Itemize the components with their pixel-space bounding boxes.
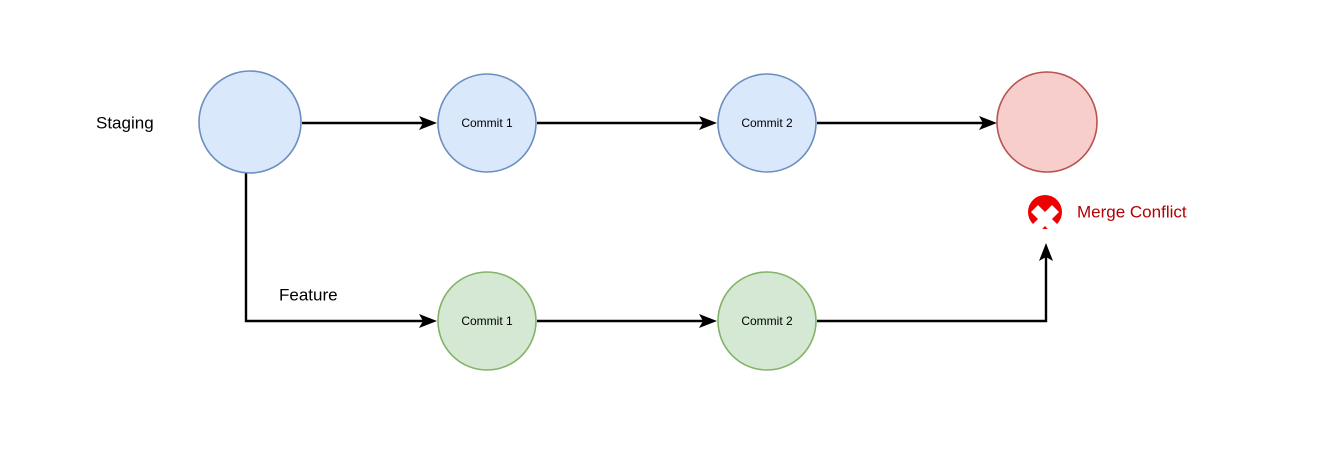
edge-line: [817, 253, 1048, 323]
node-feature-commit-2[interactable]: Commit 2: [717, 271, 817, 371]
edge-staging-base-to-commit-1: [302, 116, 437, 130]
edge-staging-commit-1-to-commit-2: [537, 116, 717, 130]
branch-label-feature: Feature: [279, 285, 338, 304]
node-circle[interactable]: [717, 271, 817, 371]
edge-staging-commit-2-to-merge: [817, 116, 997, 130]
node-label: Commit 2: [741, 314, 793, 328]
error-x-mark: [1031, 205, 1059, 233]
node-staging-commit-2[interactable]: Commit 2: [717, 73, 817, 173]
arrow-head-icon: [1039, 243, 1053, 261]
node-staging-commit-1[interactable]: Commit 1: [437, 73, 537, 173]
node-label: Commit 2: [741, 116, 793, 130]
node-circle[interactable]: [198, 70, 302, 174]
node-feature-commit-1[interactable]: Commit 1: [437, 271, 537, 371]
edges-layer: [244, 116, 1053, 328]
arrow-head-icon: [419, 116, 437, 130]
node-circle[interactable]: [717, 73, 817, 173]
arrow-head-icon: [419, 314, 437, 328]
node-circle[interactable]: [437, 73, 537, 173]
arrow-head-icon: [699, 116, 717, 130]
node-circle[interactable]: [996, 71, 1098, 173]
node-staging-merge-target[interactable]: [996, 71, 1098, 173]
edge-feature-commit-2-to-conflict: [817, 243, 1053, 323]
arrow-head-icon: [699, 314, 717, 328]
node-label: Commit 1: [461, 116, 513, 130]
node-staging-base[interactable]: [198, 70, 302, 174]
merge-conflict-label: Merge Conflict: [1077, 202, 1187, 221]
merge-conflict-annotation: Merge Conflict: [1028, 195, 1187, 233]
edge-feature-commit-1-to-commit-2: [537, 314, 717, 328]
edge-staging-base-to-feature-commit-1: [244, 173, 437, 328]
staging-branch-group: Staging Commit 1 Commit 2: [96, 70, 1098, 174]
feature-branch-group: Feature Commit 1 Commit 2: [279, 271, 817, 371]
branch-label-staging: Staging: [96, 113, 154, 132]
arrow-head-icon: [979, 116, 997, 130]
node-label: Commit 1: [461, 314, 513, 328]
node-circle[interactable]: [437, 271, 537, 371]
edge-line: [244, 173, 427, 323]
error-x-circle-icon: [1028, 195, 1062, 233]
